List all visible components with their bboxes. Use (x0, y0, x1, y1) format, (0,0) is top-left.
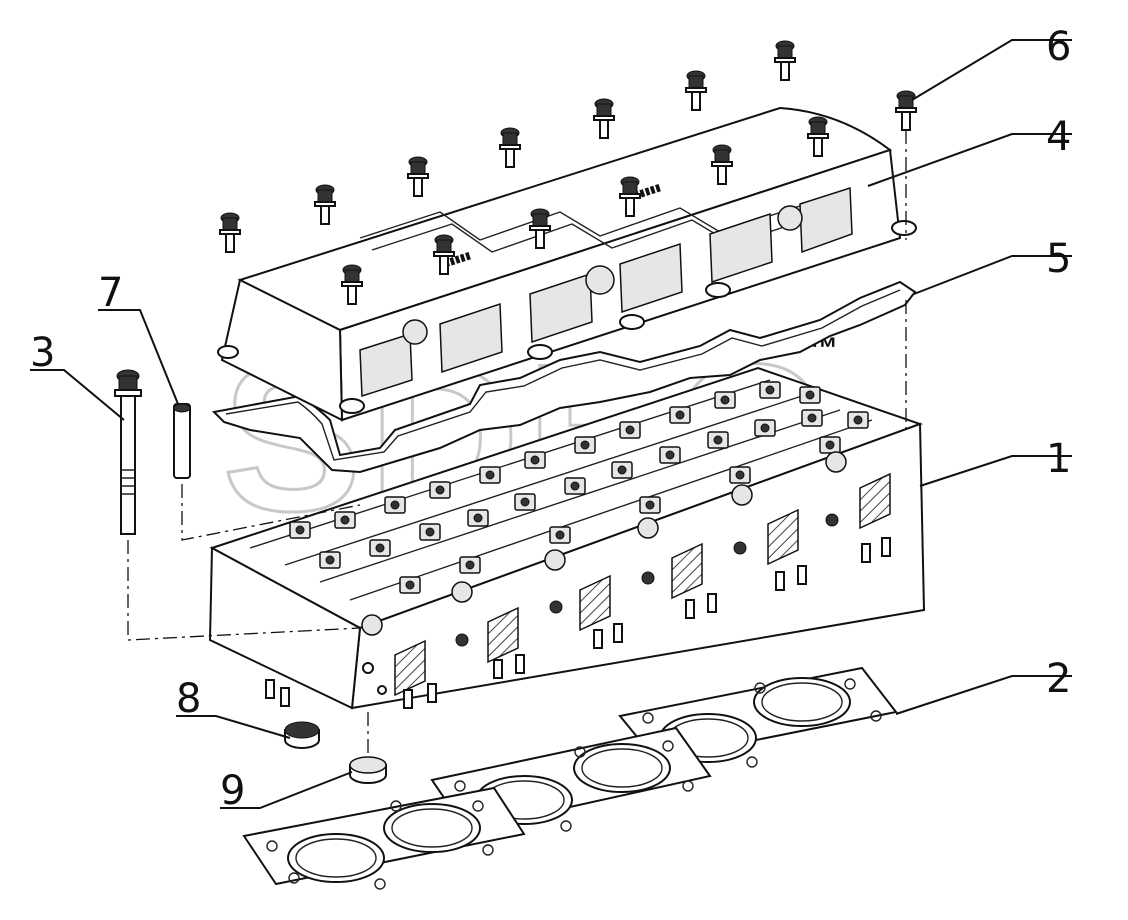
callout-9: 9 (220, 768, 245, 814)
callout-7: 7 (98, 270, 123, 316)
callout-8: 8 (176, 676, 201, 722)
leader-8 (176, 715, 291, 739)
leader-4 (867, 133, 1072, 187)
leader-6 (911, 39, 1072, 101)
cover-lugs (217, 220, 917, 414)
alignment-lines (127, 130, 907, 758)
head-gaskets (242, 666, 898, 890)
cover-windows (359, 186, 853, 398)
leader-5 (913, 255, 1072, 295)
cylinder-head (208, 366, 926, 710)
callout-2: 2 (1046, 656, 1071, 702)
callout-3: 3 (30, 330, 55, 376)
head-bolt (114, 369, 142, 535)
leader-1 (919, 455, 1072, 487)
callout-1: 1 (1046, 436, 1071, 482)
callout-6: 6 (1046, 24, 1071, 70)
plug-8 (284, 721, 320, 749)
plug-9 (349, 756, 387, 784)
leader-3 (30, 369, 125, 421)
callout-5: 5 (1046, 236, 1071, 282)
leader-9 (220, 771, 353, 809)
cover-gasket (211, 280, 917, 474)
callout-4: 4 (1046, 114, 1071, 160)
callouts: 6 4 5 1 2 3 7 8 9 (30, 24, 1072, 814)
leader-2 (895, 675, 1072, 715)
head-ports (361, 451, 891, 696)
valve-cover: ▮▮▮▮▮▮ ▮▮▮▮▮▮ (217, 106, 917, 422)
leader-7 (98, 309, 179, 405)
dowel-pin (173, 403, 191, 479)
